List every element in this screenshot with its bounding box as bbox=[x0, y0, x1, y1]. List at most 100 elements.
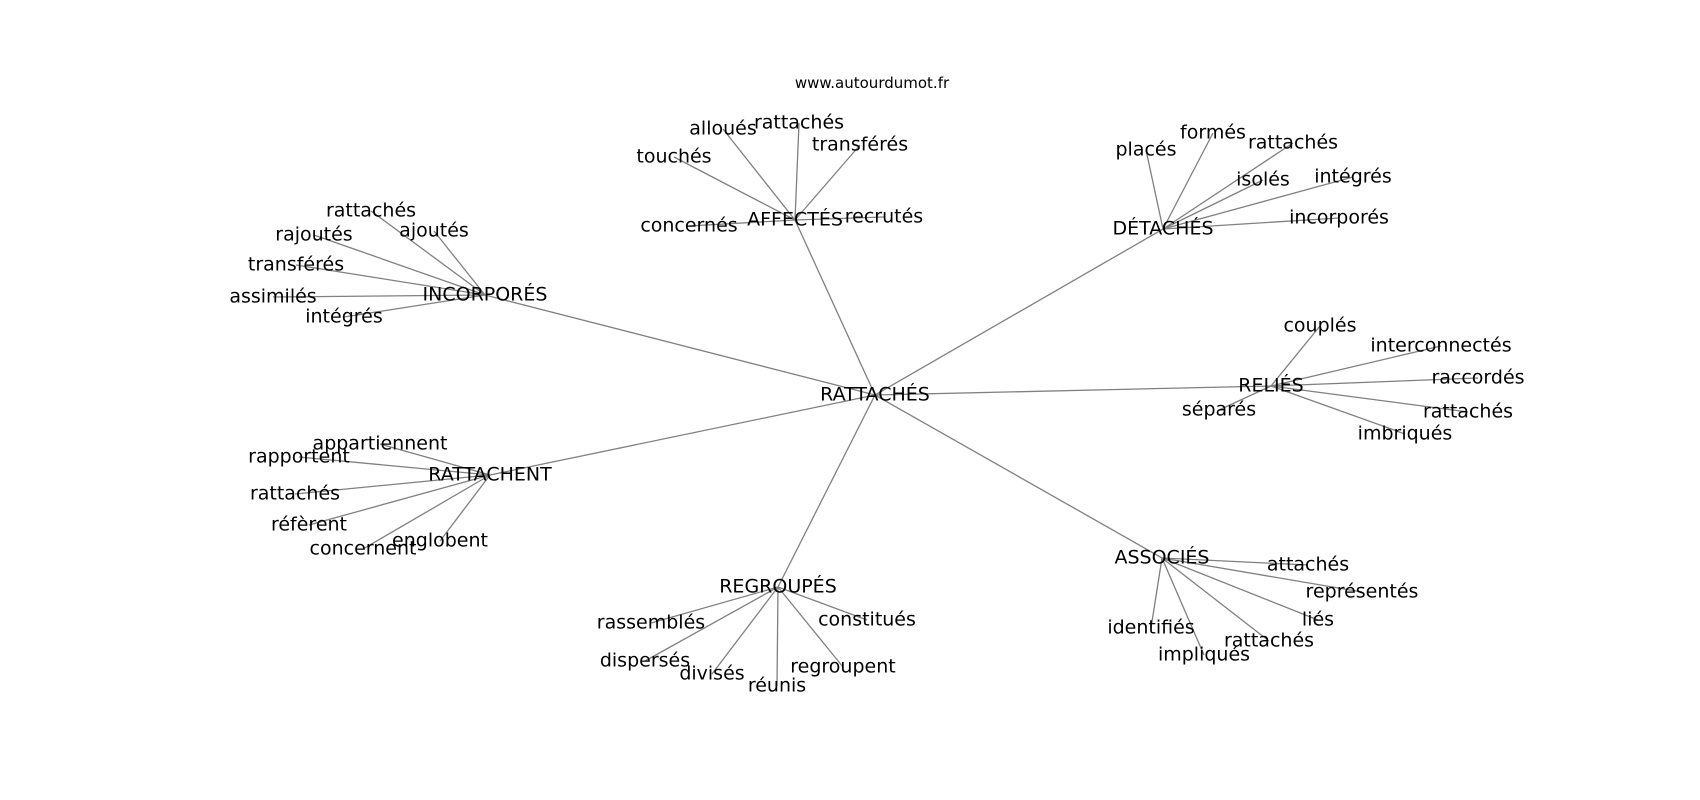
word-node-label: interconnectés bbox=[1370, 335, 1511, 357]
word-node-label: rattachés bbox=[1224, 630, 1314, 652]
edge-group-to-word bbox=[433, 230, 486, 296]
group-node-label: RATTACHENT bbox=[428, 464, 552, 486]
edge-group-to-word bbox=[1162, 132, 1214, 230]
word-node-label: intégrés bbox=[1314, 166, 1392, 188]
edge-group-to-word bbox=[1161, 557, 1309, 566]
word-node-label: rapportent bbox=[248, 446, 350, 468]
word-node-label: rattachés bbox=[326, 200, 416, 222]
edge-group-to-word bbox=[1162, 217, 1340, 230]
edge-group-to-word bbox=[370, 210, 486, 296]
word-node-label: rattachés bbox=[1423, 401, 1513, 423]
edge-group-to-word bbox=[379, 443, 491, 476]
edge-group-to-word bbox=[776, 586, 779, 687]
group-node-label: REGROUPÉS bbox=[719, 575, 837, 598]
word-node-label: séparés bbox=[1182, 399, 1256, 421]
word-node-label: appartiennent bbox=[313, 433, 448, 455]
edge-center-to-group bbox=[874, 385, 1272, 396]
edge-group-to-word bbox=[308, 474, 491, 526]
edge-group-to-word bbox=[688, 219, 796, 227]
word-node-label: transférés bbox=[812, 134, 908, 156]
word-node-label: constitués bbox=[818, 609, 916, 631]
word-node-label: alloués bbox=[689, 118, 756, 140]
word-node-label: concernés bbox=[640, 215, 737, 237]
word-node-label: divisés bbox=[679, 663, 744, 685]
edge-group-to-word bbox=[1161, 557, 1319, 621]
edge-group-to-word bbox=[650, 586, 779, 624]
word-node-label: raccordés bbox=[1431, 367, 1524, 389]
edge-center-to-group bbox=[874, 228, 1164, 396]
word-node-label: dispersés bbox=[600, 650, 690, 672]
edge-group-to-word bbox=[794, 144, 861, 221]
word-node-label: formés bbox=[1180, 122, 1246, 144]
word-node-label: attachés bbox=[1267, 554, 1349, 576]
word-node-label: représentés bbox=[1306, 581, 1419, 603]
edge-group-to-word bbox=[1218, 385, 1272, 411]
edge-group-to-word bbox=[644, 586, 779, 662]
word-node-label: impliqués bbox=[1158, 644, 1250, 666]
word-node-label: rassemblés bbox=[597, 612, 705, 634]
word-node-label: identifiés bbox=[1107, 617, 1194, 639]
word-node-label: regroupent bbox=[790, 656, 895, 678]
edge-center-to-group bbox=[489, 394, 876, 476]
edge-group-to-word bbox=[673, 156, 796, 221]
edge-group-to-word bbox=[272, 294, 486, 298]
edge-center-to-group bbox=[484, 294, 876, 396]
edge-group-to-word bbox=[313, 234, 486, 296]
edge-group-to-word bbox=[1162, 176, 1354, 230]
source-label: www.autourdumot.fr bbox=[795, 74, 950, 92]
word-node-label: assimilés bbox=[229, 286, 316, 308]
edge-group-to-word bbox=[1270, 377, 1479, 387]
edge-center-to-group bbox=[777, 394, 876, 588]
edge-group-to-word bbox=[1162, 142, 1294, 230]
group-node-label: RELIÉS bbox=[1238, 374, 1303, 397]
edge-group-to-word bbox=[794, 122, 800, 221]
group-node-label: DÉTACHÉS bbox=[1112, 217, 1213, 240]
edge-group-to-word bbox=[1161, 557, 1363, 593]
word-node-label: rattachés bbox=[1248, 132, 1338, 154]
edge-group-to-word bbox=[1161, 557, 1205, 656]
center-node-label: RATTACHÉS bbox=[820, 383, 930, 406]
group-node-label: AFFECTÉS bbox=[747, 208, 843, 231]
group-node-label: INCORPORÉS bbox=[423, 283, 548, 306]
word-node-label: ajoutés bbox=[399, 220, 469, 242]
word-node-label: intégrés bbox=[305, 306, 383, 328]
edge-group-to-word bbox=[1145, 149, 1164, 230]
word-node-label: rajoutés bbox=[275, 224, 352, 246]
word-node-label: couplés bbox=[1283, 315, 1356, 337]
word-node-label: englobent bbox=[392, 530, 488, 552]
word-node-label: concernent bbox=[310, 538, 417, 560]
word-node-label: rattachés bbox=[250, 483, 340, 505]
labels-layer: RATTACHÉSAFFECTÉSallouésrattachéstransfé… bbox=[229, 112, 1524, 697]
edge-group-to-word bbox=[794, 216, 885, 221]
edge-group-to-word bbox=[1270, 325, 1321, 387]
edge-group-to-word bbox=[1162, 179, 1264, 230]
edge-group-to-word bbox=[777, 586, 844, 668]
word-node-label: placés bbox=[1115, 139, 1176, 161]
edge-center-to-group bbox=[794, 219, 876, 396]
edge-group-to-word bbox=[711, 586, 779, 675]
word-node-label: liés bbox=[1302, 609, 1334, 631]
edge-group-to-word bbox=[294, 474, 491, 495]
edge-group-to-word bbox=[362, 474, 491, 550]
edge-center-to-group bbox=[874, 394, 1163, 559]
word-node-label: réunis bbox=[748, 675, 806, 697]
edge-group-to-word bbox=[1270, 345, 1442, 387]
word-node-label: touchés bbox=[636, 146, 711, 168]
edges-layer bbox=[272, 122, 1479, 687]
group-node-label: ASSOCIÉS bbox=[1114, 546, 1209, 569]
edge-group-to-word bbox=[722, 128, 796, 221]
edge-group-to-word bbox=[1270, 385, 1406, 435]
edge-group-to-word bbox=[1270, 385, 1469, 413]
edge-group-to-word bbox=[1150, 557, 1163, 629]
word-node-label: réfèrent bbox=[271, 514, 347, 536]
edge-group-to-word bbox=[343, 294, 486, 318]
edge-group-to-word bbox=[777, 586, 868, 621]
word-node-label: imbriqués bbox=[1358, 423, 1453, 445]
word-node-label: rattachés bbox=[754, 112, 844, 134]
edge-group-to-word bbox=[298, 456, 491, 476]
word-node-label: incorporés bbox=[1289, 207, 1389, 229]
edge-group-to-word bbox=[439, 474, 491, 542]
edge-group-to-word bbox=[1161, 557, 1270, 642]
edge-group-to-word bbox=[295, 264, 486, 296]
